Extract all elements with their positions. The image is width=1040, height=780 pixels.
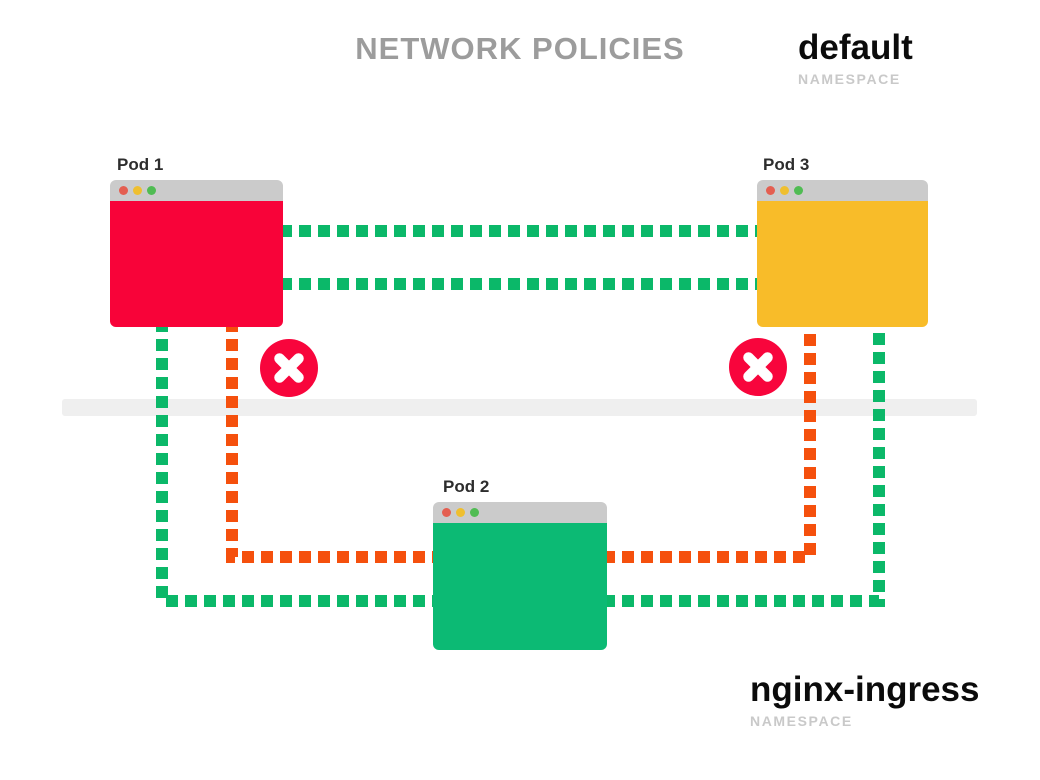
pod2-body [433,523,607,650]
pod3-window [757,180,928,327]
page-title: NETWORK POLICIES [355,31,685,66]
namespace-default-heading: default NAMESPACE [798,30,913,87]
blocked-x-badge-left [259,338,319,398]
pod1-label: Pod 1 [117,155,164,174]
blocked-x-icon [260,339,318,397]
window-close-dot-icon [766,186,775,195]
blocked-x-badge-right [728,337,788,397]
window-zoom-dot-icon [794,186,803,195]
namespace-boundary-bar [62,399,977,416]
pod1-titlebar [110,180,283,201]
window-minimize-dot-icon [133,186,142,195]
namespace-nginx-ingress-heading: nginx-ingress NAMESPACE [750,672,979,729]
pod3-body [757,201,928,327]
namespace-nginx-ingress-type-label: NAMESPACE [750,713,853,729]
window-minimize-dot-icon [456,508,465,517]
namespace-default-type-label: NAMESPACE [798,71,901,87]
blocked-x-icon [729,338,787,396]
namespace-nginx-ingress-name: nginx-ingress [750,670,980,709]
pod1-body [110,201,283,327]
pod3-label: Pod 3 [763,155,810,174]
window-zoom-dot-icon [147,186,156,195]
namespace-default-name: default [798,28,913,67]
window-minimize-dot-icon [780,186,789,195]
pod2-label: Pod 2 [443,477,490,496]
pod1-window [110,180,283,327]
window-close-dot-icon [119,186,128,195]
pod3-titlebar [757,180,928,201]
pod2-window [433,502,607,650]
window-close-dot-icon [442,508,451,517]
pod2-titlebar [433,502,607,523]
window-zoom-dot-icon [470,508,479,517]
